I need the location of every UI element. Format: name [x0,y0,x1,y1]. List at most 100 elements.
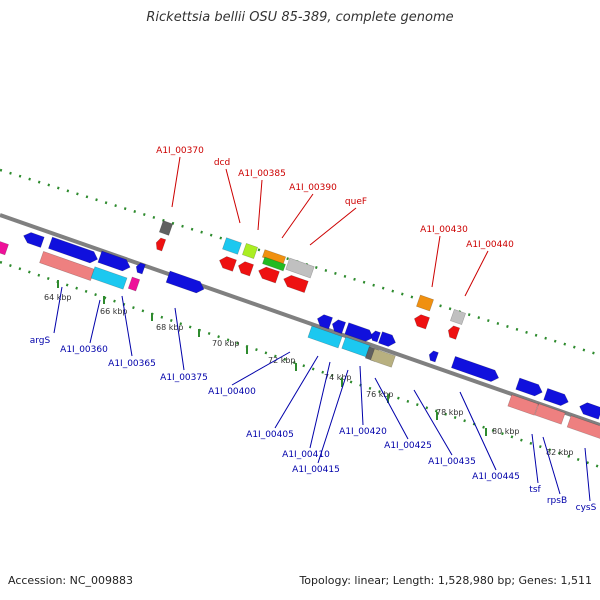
gene-block [238,261,254,277]
bottom-gene-label: argS [30,336,51,346]
gene-block [258,266,280,284]
gene-block [23,232,45,248]
bottom-gene-label: A1I_00445 [472,472,520,482]
leader-line [459,391,497,471]
gene-block [449,308,467,326]
gene-block [414,314,430,330]
gene-block [317,314,333,330]
gene-block [579,402,600,420]
tick-label: 68 kbp [156,323,184,332]
leader-line [257,179,263,231]
bottom-gene-label: A1I_00365 [108,359,156,369]
leader-line [174,307,185,371]
bottom-gene-label: A1I_00420 [339,427,387,437]
top-gene-label: queF [345,197,367,207]
gene-block [370,330,381,343]
gene-block [262,256,286,272]
leader-line [374,377,409,440]
gene-block [97,250,131,272]
gene-block [416,294,434,312]
tick-label: 72 kbp [268,356,296,365]
leader-line [274,355,319,429]
gene-block [39,251,95,281]
leader-line [309,361,331,449]
bottom-gene-label: A1I_00375 [160,373,208,383]
gene-block [378,331,396,347]
tick-label: 66 kbp [100,307,128,316]
leader-line [413,389,453,456]
leader-line [317,369,349,464]
bottom-gene-label: tsf [529,485,541,495]
leader-line [542,436,561,495]
gene-block [48,236,98,264]
bottom-gene-label: A1I_00405 [246,430,294,440]
gene-block [222,237,242,255]
bottom-gene-label: A1I_00360 [60,345,108,355]
leader-line [53,286,63,334]
leader-line [431,235,441,288]
leader-line [225,168,241,224]
top-gene-label: A1I_00390 [289,183,337,193]
top-gene-label: A1I_00440 [466,240,514,250]
tick-label: 82 kbp [546,448,574,457]
gene-block [507,394,539,416]
top-gene-label: A1I_00430 [420,225,468,235]
gene-block [307,325,343,349]
tick-label: 64 kbp [44,293,72,302]
gene-block [155,237,167,252]
tick-label: 78 kbp [436,408,464,417]
gene-block [566,415,600,441]
gene-block [219,256,237,272]
gene-block [534,403,566,425]
leader-line [464,250,489,297]
bottom-gene-label: cysS [576,503,597,513]
genome-summary-text: Topology: linear; Length: 1,528,980 bp; … [299,574,592,587]
gene-block [515,377,543,397]
gene-block [0,240,9,256]
leader-line [171,156,181,208]
bottom-gene-label: A1I_00435 [428,457,476,467]
gene-block [158,220,174,236]
gene-block [241,242,259,260]
tick-label: 76 kbp [366,390,394,399]
gene-block [331,319,347,335]
lower-dotted-guide [0,260,600,469]
gene-block [165,270,205,294]
bottom-gene-label: A1I_00425 [384,441,432,451]
bottom-gene-label: rpsB [547,496,567,506]
top-gene-label: A1I_00370 [156,146,204,156]
tick-label: 74 kbp [324,373,352,382]
gene-block [450,356,500,382]
leader-line [89,299,101,344]
gene-block [285,257,315,279]
gene-block [543,387,569,406]
leader-line [121,295,133,357]
leader-line [309,207,357,246]
tick-label: 80 kbp [492,427,520,436]
gene-features [0,220,600,441]
gene-block [90,266,128,290]
leader-line [281,193,314,239]
genome-backbone [0,213,600,427]
gene-block [135,262,146,275]
gene-block [127,276,141,292]
leader-line [531,433,539,484]
bottom-gene-label: A1I_00410 [282,450,330,460]
gene-block [283,275,309,294]
bottom-gene-label: A1I_00400 [208,387,256,397]
leader-line [359,365,364,426]
gene-block [344,322,374,342]
accession-text: Accession: NC_009883 [8,574,134,587]
map-title: Rickettsia bellii OSU 85-389, complete g… [146,10,454,25]
top-gene-label: A1I_00385 [238,169,286,179]
gene-block [428,350,439,363]
gene-block [447,325,461,340]
leader-line [584,447,591,502]
leader-line [231,351,291,386]
top-gene-label: dcd [214,158,230,168]
gene-block [370,348,396,368]
bottom-gene-label: A1I_00415 [292,465,340,475]
